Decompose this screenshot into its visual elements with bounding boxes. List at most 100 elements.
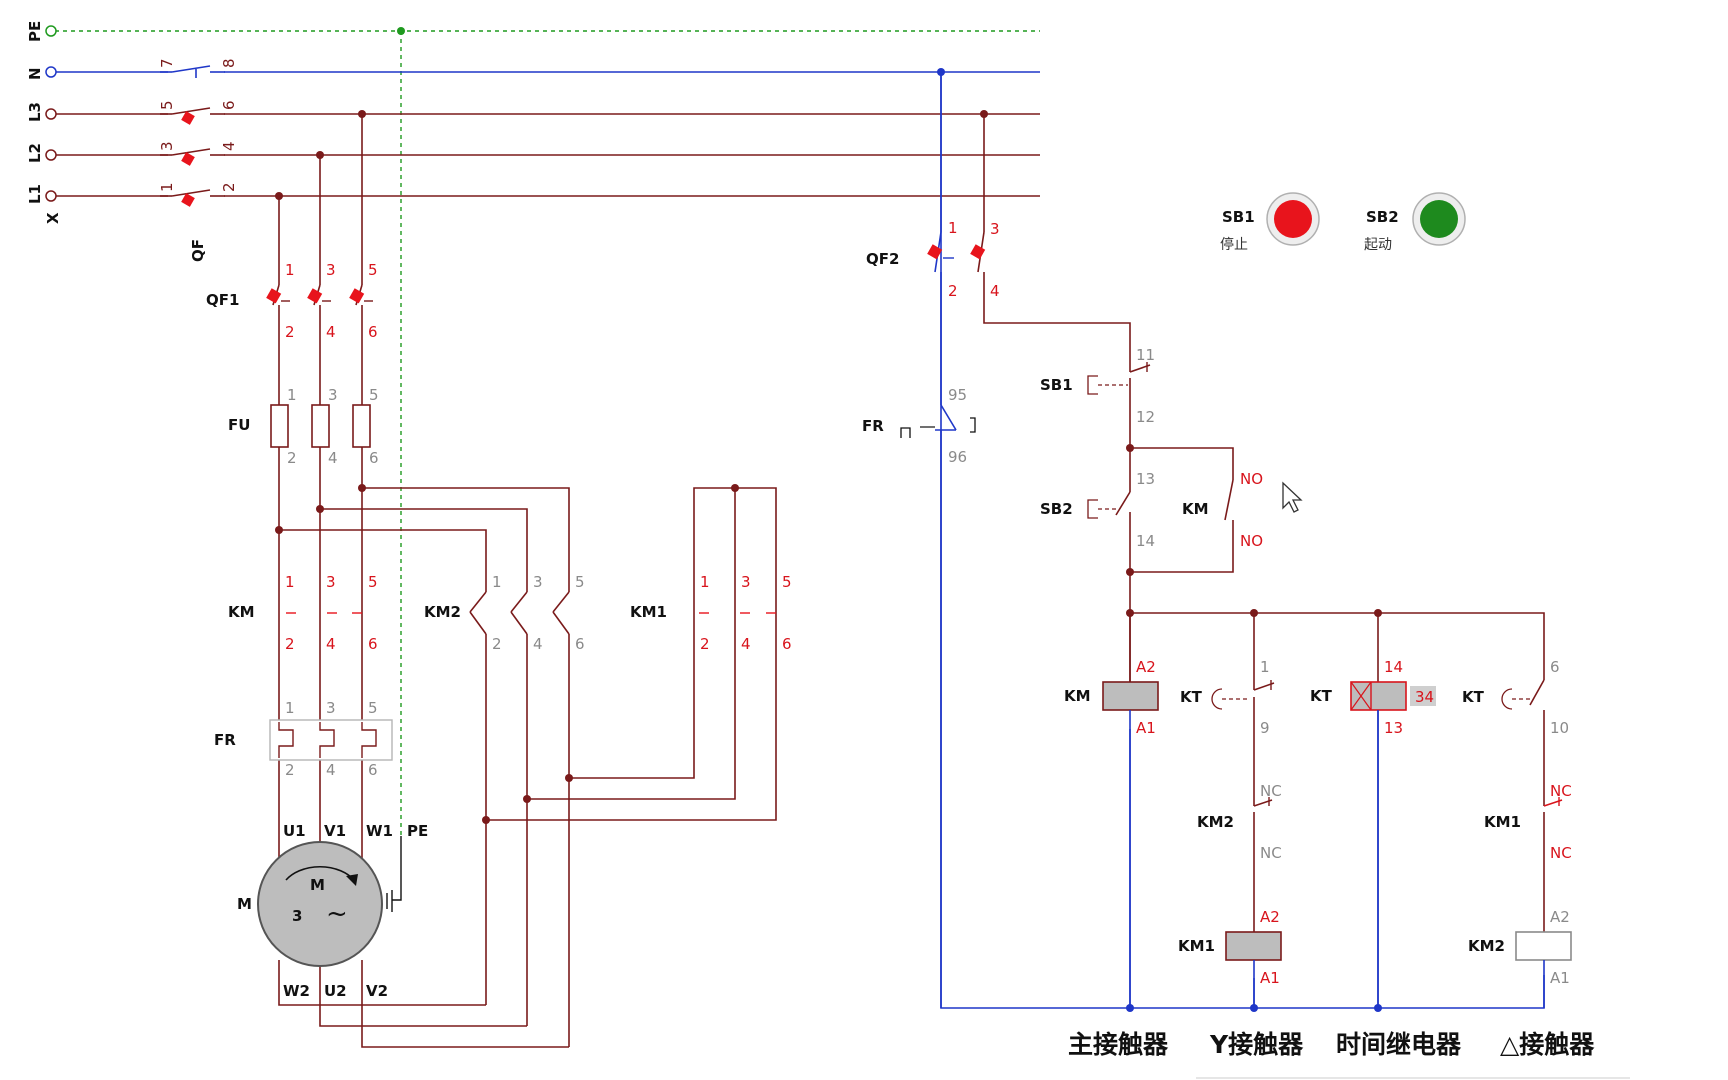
motor-terminal: V1 xyxy=(324,822,346,840)
motor-terminal: U2 xyxy=(324,982,347,1000)
km-coil: KM A2 A1 xyxy=(1064,613,1159,1008)
km2-coil: KM2 A2 A1 xyxy=(1468,908,1572,1008)
kt-y-contact: KT 1 9 xyxy=(1180,658,1275,737)
km1-term: 2 xyxy=(700,635,710,653)
bus-x-label: X xyxy=(44,212,62,224)
kt-delta-contact: KT 6 10 xyxy=(1462,658,1569,737)
sb2-button-caption: 起动 xyxy=(1364,237,1392,253)
bus-pe-label: PE xyxy=(26,21,44,42)
km1-coil-term: A1 xyxy=(1260,969,1280,987)
motor-symbol: M xyxy=(310,876,325,894)
km1-main-label: KM1 xyxy=(630,603,667,621)
km-term: 5 xyxy=(368,573,378,591)
km1-coil-label: KM1 xyxy=(1178,937,1215,955)
bus-labels: PE N L3 L2 L1 X QF 7 8 5 6 3 4 1 2 xyxy=(26,21,238,262)
motor-terminal: U1 xyxy=(283,822,306,840)
qf1-term: 5 xyxy=(368,261,378,279)
bus-n-label: N xyxy=(26,67,44,80)
motor-phases: 3 xyxy=(292,907,302,925)
sb1-term: 11 xyxy=(1136,346,1155,364)
caption-star-contactor: Y接触器 xyxy=(1209,1030,1304,1059)
sb2-term: 14 xyxy=(1136,532,1155,550)
km2-term: 2 xyxy=(492,635,502,653)
qf2-term: 4 xyxy=(990,282,1000,300)
qf2-breaker: QF2 1 3 2 4 xyxy=(866,219,1000,300)
fr-main-label: FR xyxy=(214,731,236,749)
sb2-start-contact: SB2 13 14 xyxy=(1040,470,1155,550)
qf-term: 6 xyxy=(220,100,238,110)
kt-delta-label: KT xyxy=(1462,688,1485,706)
qf1-term: 3 xyxy=(326,261,336,279)
km-coil-term: A1 xyxy=(1136,719,1156,737)
sb2-start-button[interactable]: SB2 起动 xyxy=(1364,192,1466,253)
km-term: 1 xyxy=(285,573,295,591)
qf2-label: QF2 xyxy=(866,250,899,268)
sb1-term: 12 xyxy=(1136,408,1155,426)
sb1-stop-button[interactable]: SB1 停止 xyxy=(1220,192,1320,253)
km-main-contacts: KM 1 3 5 2 4 6 xyxy=(228,573,378,653)
km-coil-term: A2 xyxy=(1136,658,1156,676)
km2-term: 3 xyxy=(533,573,543,591)
fr-term: 3 xyxy=(326,699,336,717)
bus-l2-label: L2 xyxy=(26,143,44,163)
km1-coil-term: A2 xyxy=(1260,908,1280,926)
qf2-term: 1 xyxy=(948,219,958,237)
km1-nc-interlock: KM1 NC NC xyxy=(1484,782,1572,862)
kt-coil-label: KT xyxy=(1310,687,1333,705)
motor-terminal: PE xyxy=(407,822,428,840)
km2-term: 1 xyxy=(492,573,502,591)
qf-term: 8 xyxy=(220,58,238,68)
rotation-arrow-icon xyxy=(285,865,358,886)
motor-terminal: W1 xyxy=(366,822,393,840)
qf1-term: 4 xyxy=(326,323,336,341)
km-main-label: KM xyxy=(228,603,255,621)
km1-nc-term: NC xyxy=(1550,782,1572,800)
km1-nc-label: KM1 xyxy=(1484,813,1521,831)
km2-nc-term: NC xyxy=(1260,844,1282,862)
km-term: 3 xyxy=(326,573,336,591)
km2-term: 6 xyxy=(575,635,585,653)
fr-nc-contact: FR 95 96 xyxy=(862,386,976,466)
km2-coil-label: KM2 xyxy=(1468,937,1505,955)
fu-term: 1 xyxy=(287,386,297,404)
fu-term: 3 xyxy=(328,386,338,404)
kt-y-term: 1 xyxy=(1260,658,1270,676)
km2-term: 5 xyxy=(575,573,585,591)
fu-term: 2 xyxy=(287,449,297,467)
qf-term: 4 xyxy=(220,141,238,151)
sb1-button-label: SB1 xyxy=(1222,208,1255,226)
km-coil-label: KM xyxy=(1064,687,1091,705)
fr-thermal-relay: FR 1 3 5 2 4 6 xyxy=(214,699,393,779)
qf1-term: 1 xyxy=(285,261,295,279)
km-hold-contact: KM NO NO xyxy=(1182,470,1263,550)
fr-term: 5 xyxy=(368,699,378,717)
sb2-button-label: SB2 xyxy=(1366,208,1399,226)
sb1-contact-label: SB1 xyxy=(1040,376,1073,394)
qf1-label: QF1 xyxy=(206,291,239,309)
fr-control-label: FR xyxy=(862,417,884,435)
km1-term: 4 xyxy=(741,635,751,653)
km2-nc-term: NC xyxy=(1260,782,1282,800)
kt-coil-term: 13 xyxy=(1384,719,1403,737)
kt-y-term: 9 xyxy=(1260,719,1270,737)
fu-term: 6 xyxy=(369,449,379,467)
fr-term: 1 xyxy=(285,699,295,717)
motor-wave: ~ xyxy=(326,899,348,929)
km2-nc-label: KM2 xyxy=(1197,813,1234,831)
sb1-stop-contact: SB1 11 12 xyxy=(1040,346,1155,426)
qf-term: 5 xyxy=(158,100,176,110)
km2-main-label: KM2 xyxy=(424,603,461,621)
motor: M 3 ~ M U1 V1 W1 PE W2 U2 V2 xyxy=(237,822,428,1000)
km1-coil: KM1 A2 A1 xyxy=(1178,908,1282,1008)
km-term: 2 xyxy=(285,635,295,653)
sb2-contact-label: SB2 xyxy=(1040,500,1073,518)
fr-term: 4 xyxy=(326,761,336,779)
caption-main-contactor: 主接触器 xyxy=(1068,1030,1169,1059)
km2-main-contacts: KM2 1 3 5 2 4 6 xyxy=(424,573,585,653)
qf-term: 1 xyxy=(158,182,176,192)
kt-delta-term: 10 xyxy=(1550,719,1569,737)
qf2-term: 3 xyxy=(990,220,1000,238)
km1-main-contacts: KM1 1 3 5 2 4 6 xyxy=(630,573,792,653)
kt-coil: 34 KT 14 13 xyxy=(1310,658,1436,1008)
km-hold-term: NO xyxy=(1240,470,1263,488)
